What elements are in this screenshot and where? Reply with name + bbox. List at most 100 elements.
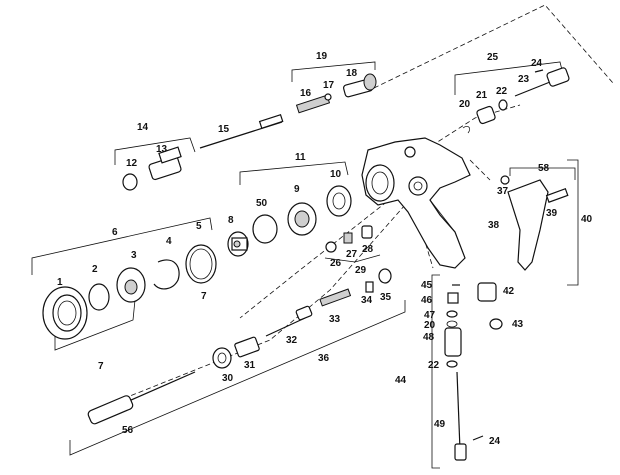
part-42-air-fitting [477, 282, 497, 302]
label-7-upper: 7 [201, 291, 207, 302]
part-21-bushing [476, 105, 496, 125]
label-45: 45 [421, 280, 433, 291]
label-12: 12 [126, 158, 138, 169]
part-3-air-cap [116, 267, 146, 303]
part-50-ring [252, 214, 278, 244]
label-14: 14 [137, 122, 149, 133]
label-11: 11 [295, 152, 306, 163]
label-17: 17 [323, 80, 335, 91]
label-31: 31 [244, 360, 256, 371]
label-2: 2 [92, 264, 98, 275]
label-20-bottom: 20 [424, 320, 436, 331]
part-23-valve [514, 67, 570, 97]
part-13-fitting [148, 146, 182, 181]
part-35-ring [378, 268, 392, 284]
label-49: 49 [434, 419, 446, 430]
label-44: 44 [395, 375, 407, 386]
part-1-air-cap-ring [42, 286, 88, 340]
part-5-retaining-ring [185, 244, 217, 284]
part-20-clip [462, 125, 471, 134]
label-33: 33 [329, 314, 341, 325]
label-16: 16 [300, 88, 312, 99]
label-30: 30 [222, 373, 234, 384]
part-22-seal [498, 99, 508, 111]
part-43-washer [489, 318, 503, 330]
label-13: 13 [156, 144, 168, 155]
part-12-washer [122, 173, 138, 191]
part-34-screw [365, 281, 374, 293]
parts [42, 67, 570, 461]
label-10: 10 [330, 169, 342, 180]
label-8: 8 [228, 215, 234, 226]
label-19: 19 [316, 51, 328, 62]
label-34: 34 [361, 295, 373, 306]
label-28: 28 [362, 244, 374, 255]
part-20-ring [446, 320, 458, 328]
part-48-valve [444, 327, 462, 357]
label-15: 15 [218, 124, 230, 135]
label-40: 40 [581, 214, 593, 225]
part-31-valve-seat [234, 336, 260, 358]
label-24-top: 24 [531, 58, 543, 69]
label-47: 47 [424, 310, 436, 321]
part-47-ring [446, 310, 458, 318]
label-58: 58 [538, 163, 550, 174]
part-2-seal-ring [88, 283, 110, 311]
label-38: 38 [488, 220, 500, 231]
label-6: 6 [112, 227, 118, 238]
label-4: 4 [166, 236, 172, 247]
part-46-plug [447, 292, 459, 304]
part-24-small-pin [534, 69, 544, 73]
label-20-top: 20 [459, 99, 471, 110]
label-29: 29 [355, 265, 367, 276]
label-22-top: 22 [496, 86, 508, 97]
label-56: 56 [122, 425, 134, 436]
part-18-adjuster [342, 73, 377, 98]
label-50: 50 [256, 198, 268, 209]
label-48: 48 [423, 332, 435, 343]
label-5: 5 [196, 221, 202, 232]
part-39-pin [545, 187, 569, 203]
label-18: 18 [346, 68, 358, 79]
label-1: 1 [57, 277, 63, 288]
label-24-bottom: 24 [489, 436, 501, 447]
part-38-trigger [507, 179, 549, 271]
part-9-baffle [287, 202, 317, 236]
part-26-screw [325, 241, 337, 253]
part-24-bottom-pin [472, 435, 484, 441]
label-42: 42 [503, 286, 515, 297]
part-10-spreader [326, 185, 352, 217]
label-7-lower: 7 [98, 361, 104, 372]
part-49-stem [454, 371, 467, 461]
label-39: 39 [546, 208, 558, 219]
label-22-bottom: 22 [428, 360, 440, 371]
part-17-pin [324, 93, 332, 101]
label-37: 37 [497, 186, 509, 197]
part-32-piston [265, 305, 313, 337]
label-27: 27 [346, 249, 358, 260]
part-15-needle [199, 113, 284, 149]
part-8-nozzle [227, 231, 249, 257]
part-4-clip [153, 259, 180, 290]
part-labels: 1 2 3 4 5 6 7 7 8 9 10 11 12 13 14 15 16… [57, 51, 593, 447]
part-30-nut [212, 347, 232, 369]
label-9: 9 [294, 184, 300, 195]
part-37-screw [500, 175, 510, 185]
label-25: 25 [487, 52, 499, 63]
label-3: 3 [131, 250, 137, 261]
label-35: 35 [380, 292, 392, 303]
label-43: 43 [512, 319, 524, 330]
part-28-cap [361, 225, 373, 239]
part-27-spring [343, 232, 353, 244]
part-22-ring [446, 360, 458, 368]
label-21: 21 [476, 90, 488, 101]
label-26: 26 [330, 258, 342, 269]
spray-gun-body [361, 137, 471, 269]
part-33-spring [319, 288, 352, 307]
label-32: 32 [286, 335, 298, 346]
label-46: 46 [421, 295, 433, 306]
label-23: 23 [518, 74, 530, 85]
part-56-handle-rod [87, 371, 196, 425]
